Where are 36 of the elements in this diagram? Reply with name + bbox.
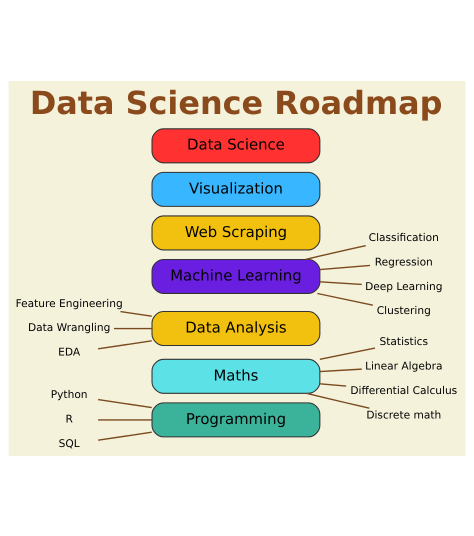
- node-text: EDA: [58, 345, 80, 358]
- node-box: Web Scraping: [151, 214, 320, 250]
- node-text: Differential Calculus: [350, 383, 458, 396]
- node-text: Deep Learning: [365, 279, 442, 292]
- node-text: Discrete math: [366, 408, 442, 421]
- connector: [320, 264, 370, 270]
- node-box: Programming: [151, 402, 320, 437]
- connector: [120, 310, 152, 316]
- connector: [320, 382, 346, 386]
- connector: [317, 292, 373, 306]
- node-text: Linear Algebra: [365, 358, 442, 372]
- connector: [98, 398, 152, 408]
- connector: [320, 280, 362, 285]
- connector: [98, 340, 152, 349]
- node-box: Data Science: [151, 128, 320, 163]
- node-text: Clustering: [376, 304, 431, 317]
- node-text: Classification: [368, 230, 439, 244]
- node-box: Machine Learning: [151, 258, 320, 294]
- node-box: Maths: [151, 358, 320, 394]
- node-text: Regression: [374, 254, 433, 268]
- node-text: Python: [50, 388, 88, 401]
- node-box: Data Analysis: [151, 310, 320, 346]
- connector: [305, 244, 366, 260]
- node-text: SQL: [58, 436, 80, 450]
- connector: [114, 327, 152, 329]
- connector: [98, 418, 152, 420]
- node-box: Visualization: [151, 171, 320, 206]
- node-text: R: [65, 412, 73, 426]
- connector: [320, 346, 376, 360]
- connector: [98, 431, 152, 440]
- connector: [306, 392, 370, 408]
- connector: [320, 368, 362, 372]
- diagram-title: Data Science Roadmap: [30, 83, 442, 122]
- node-text: Data Wrangling: [28, 320, 110, 334]
- node-text: Statistics: [380, 334, 428, 348]
- node-text: Feature Engineering: [16, 296, 123, 310]
